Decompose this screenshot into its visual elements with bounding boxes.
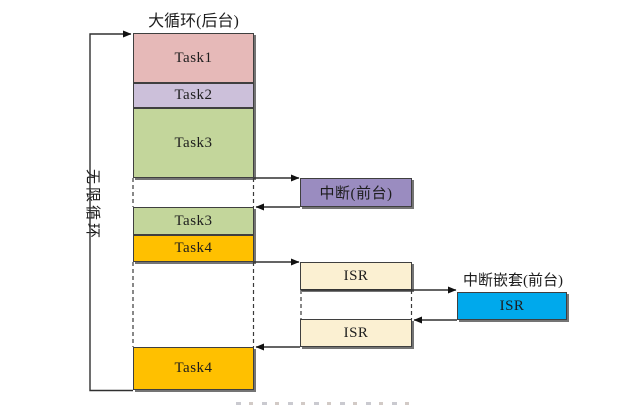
- task4-box-first: Task4: [133, 235, 254, 262]
- caption-fragment: [236, 402, 412, 405]
- task3-label: Task3: [174, 134, 213, 151]
- task2-box: Task2: [133, 83, 254, 108]
- isr-box-second: ISR: [300, 319, 412, 347]
- task1-box: Task1: [133, 33, 254, 83]
- nested-interrupt-label: 中断嵌套(前台): [463, 273, 563, 289]
- task4-label: Task4: [174, 240, 213, 256]
- infinite-loop-label: 无限循环: [82, 166, 101, 245]
- isr-nested-box: ISR: [457, 292, 567, 320]
- task3-box-first: Task3: [133, 108, 254, 178]
- task4-box-second: Task4: [133, 347, 254, 390]
- isr-label: ISR: [499, 297, 525, 314]
- task3-label: Task3: [174, 212, 213, 229]
- isr-box-first: ISR: [300, 262, 412, 290]
- task2-label: Task2: [174, 87, 213, 103]
- big-loop-title: 大循环(后台): [148, 13, 239, 30]
- isr-label: ISR: [343, 324, 369, 341]
- interrupt-label: 中断(前台): [319, 186, 393, 202]
- interrupt-box: 中断(前台): [300, 178, 412, 207]
- task4-label: Task4: [174, 360, 213, 376]
- task3-box-second: Task3: [133, 207, 254, 235]
- isr-label: ISR: [343, 267, 369, 284]
- task1-label: Task1: [174, 49, 213, 66]
